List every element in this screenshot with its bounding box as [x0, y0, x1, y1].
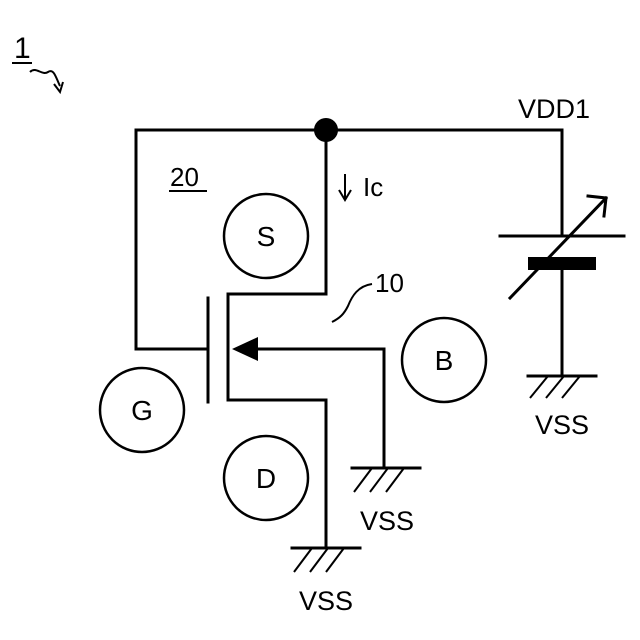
ground-body: VSS [352, 468, 420, 536]
ground-drain-hatch-1 [294, 548, 312, 572]
body-terminal-label: B [435, 345, 454, 376]
substrate-reference: 20 [169, 162, 207, 192]
figure-pointer-arrow-icon [30, 70, 60, 86]
ground-body-label: VSS [360, 506, 414, 536]
ground-battery-hatch-3 [562, 376, 580, 398]
ground-drain-hatch-3 [326, 548, 344, 572]
drain-terminal-label: D [256, 463, 276, 494]
terminal-gate: G [100, 368, 184, 452]
transistor-ref-leader [332, 284, 372, 322]
top-rail [136, 118, 562, 349]
transistor-reference: 10 [332, 268, 404, 322]
terminal-source: S [224, 194, 308, 278]
ground-drain-hatch-2 [310, 548, 328, 572]
ground-battery-hatch-2 [546, 376, 564, 398]
variable-arrow-shaft [510, 198, 606, 298]
terminal-body: B [402, 318, 486, 402]
ground-battery-hatch-1 [530, 376, 548, 398]
terminal-drain: D [224, 436, 308, 520]
figure-number: 1 [14, 32, 31, 65]
substrate-ref-number: 20 [170, 162, 199, 192]
ground-battery: VSS [528, 376, 596, 440]
gate-terminal-label: G [131, 395, 153, 426]
transistor-symbol [208, 294, 384, 548]
transistor-ref-number: 10 [375, 268, 404, 298]
source-terminal-label: S [257, 221, 276, 252]
ground-body-hatch-1 [354, 468, 372, 492]
figure-reference: 1 [12, 32, 63, 92]
body-arrow-icon [232, 337, 258, 361]
ground-drain-label: VSS [299, 586, 353, 616]
ground-body-hatch-3 [386, 468, 404, 492]
ground-body-hatch-2 [370, 468, 388, 492]
variable-battery [500, 130, 624, 376]
current-label: Ic [363, 172, 383, 202]
ground-battery-label: VSS [535, 410, 589, 440]
supply-label: VDD1 [518, 94, 590, 124]
ground-drain: VSS [292, 548, 360, 616]
